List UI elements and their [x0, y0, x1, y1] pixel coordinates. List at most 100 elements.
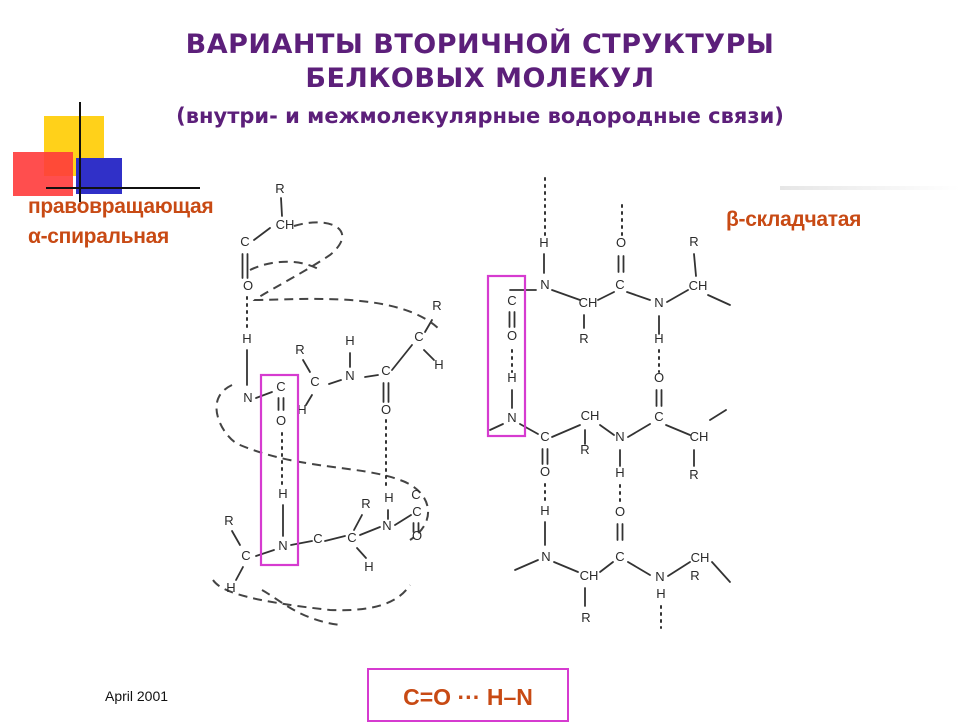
atom-r: R: [689, 467, 698, 482]
atom-c: C: [615, 549, 624, 564]
atom-c: C: [240, 234, 249, 249]
atom-c: C: [540, 429, 549, 444]
hydrogen-bond-highlight: [259, 373, 300, 567]
bond-line: [324, 535, 346, 542]
atom-h: H: [345, 333, 354, 348]
atom-r: R: [224, 513, 233, 528]
backbone-dash: [261, 589, 341, 626]
atom-h: H: [615, 465, 624, 480]
bond-line: [711, 561, 731, 583]
atom-c: C: [615, 277, 624, 292]
atom-r: R: [432, 298, 441, 313]
bond-line: [667, 561, 691, 577]
footer-date: April 2001: [105, 688, 169, 704]
bond-line: [627, 423, 651, 438]
atom-c: C: [412, 504, 421, 519]
atom-ch: CH: [691, 550, 710, 565]
deco-right-gradient-line: [780, 186, 960, 190]
bond-line: [599, 424, 615, 436]
bond-line: [597, 291, 615, 301]
atom-n: N: [278, 538, 287, 553]
atom-o: O: [412, 528, 422, 543]
bond-line: [255, 549, 275, 557]
bond-line: [665, 424, 691, 436]
bond-line: [599, 561, 614, 573]
page-subtitle: (внутри- и межмолекулярные водородные св…: [176, 104, 784, 128]
backbone-dash: [249, 260, 321, 271]
atom-o: O: [654, 370, 664, 385]
atom-c: C: [276, 379, 285, 394]
atom-c: C: [381, 363, 390, 378]
atom-o: O: [243, 278, 253, 293]
hydrogen-bond-dots: [246, 177, 662, 629]
atom-ch: CH: [579, 295, 598, 310]
backbone-dashed-lines: [212, 221, 441, 626]
bond-line: [709, 409, 727, 421]
atom-n: N: [540, 277, 549, 292]
atom-o: O: [507, 328, 517, 343]
atom-o: O: [615, 504, 625, 519]
bond-line: [489, 423, 504, 431]
atom-r: R: [690, 568, 699, 583]
bond-line: [356, 547, 367, 559]
bond-line: [551, 289, 581, 301]
bond-line: [359, 526, 381, 536]
title-line-1: ВАРИАНТЫ ВТОРИЧНОЙ СТРУКТУРЫ: [185, 29, 775, 60]
atom-o: O: [381, 402, 391, 417]
atom-c: C: [411, 487, 420, 502]
atom-c: C: [310, 374, 319, 389]
backbone-dash: [215, 384, 430, 541]
atom-o: O: [540, 464, 550, 479]
deco-horizontal-line: [46, 187, 200, 189]
atom-n: N: [243, 390, 252, 405]
atom-c: C: [313, 531, 322, 546]
bond-line: [353, 514, 363, 531]
bond-line: [666, 289, 689, 303]
atom-n: N: [507, 410, 516, 425]
atom-h: H: [654, 331, 663, 346]
atom-h: H: [507, 370, 516, 385]
atom-n: N: [654, 295, 663, 310]
atom-n: N: [345, 368, 354, 383]
atom-h: H: [539, 235, 548, 250]
bond-line: [328, 379, 342, 385]
bond-line: [693, 253, 697, 277]
atom-r: R: [295, 342, 304, 357]
atom-n: N: [382, 518, 391, 533]
atom-c: C: [654, 409, 663, 424]
bond-line: [290, 540, 313, 546]
bond-line: [391, 344, 413, 371]
bond-line: [627, 561, 651, 576]
atom-h: H: [540, 503, 549, 518]
bond-line: [235, 566, 244, 581]
atom-ch: CH: [580, 568, 599, 583]
bond-line: [394, 514, 412, 526]
atom-n: N: [655, 569, 664, 584]
atom-r: R: [275, 181, 284, 196]
atom-h: H: [384, 490, 393, 505]
atom-h: H: [434, 357, 443, 372]
beta-sheet-label: β-складчатая: [726, 208, 862, 231]
atom-h: H: [278, 486, 287, 501]
bond-line: [280, 197, 283, 217]
bond-line: [302, 359, 311, 373]
atom-c: C: [507, 293, 516, 308]
bond-line: [551, 424, 581, 438]
atom-r: R: [579, 331, 588, 346]
atom-r: R: [361, 496, 370, 511]
deco-vertical-line: [79, 102, 81, 202]
bond-line: [423, 349, 435, 361]
backbone-dash: [252, 221, 441, 331]
atom-c: C: [347, 530, 356, 545]
title-line-2: БЕЛКОВЫХ МОЛЕКУЛ: [305, 63, 655, 94]
bond-line: [305, 394, 313, 406]
bond-line: [519, 423, 539, 435]
bond-line: [231, 530, 241, 546]
atom-r: R: [581, 610, 590, 625]
bond-line: [626, 291, 651, 301]
atom-ch: CH: [689, 278, 708, 293]
atom-c: C: [414, 329, 423, 344]
atom-h: H: [656, 586, 665, 601]
page-title: ВАРИАНТЫ ВТОРИЧНОЙ СТРУКТУРЫ БЕЛКОВЫХ МО…: [0, 28, 960, 96]
